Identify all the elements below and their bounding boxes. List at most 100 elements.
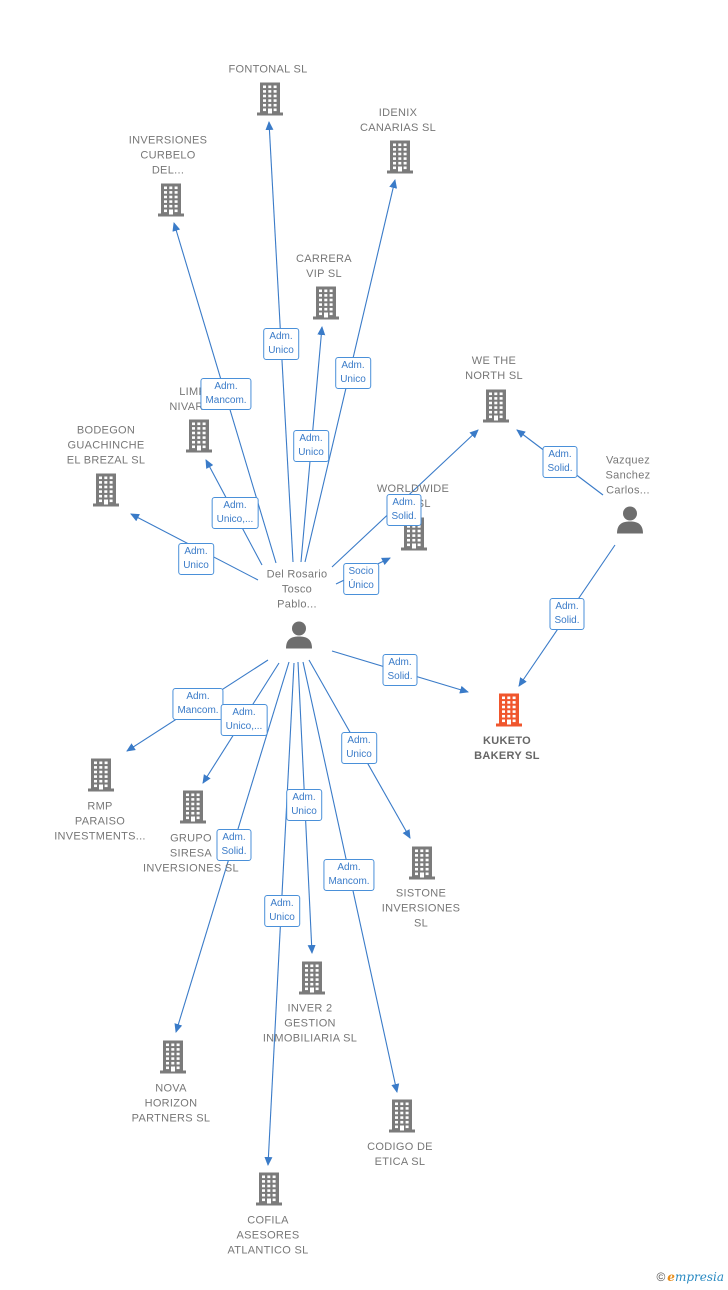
edge-label-line: Adm. bbox=[270, 898, 294, 909]
building-icon[interactable] bbox=[90, 473, 122, 512]
edges-layer bbox=[126, 121, 616, 1166]
building-icon[interactable] bbox=[254, 82, 286, 121]
edge-label-kuketo[interactable]: Adm. Solid. bbox=[549, 598, 585, 630]
edge-label-line: Adm. bbox=[555, 601, 579, 612]
edge-label-bodegon[interactable]: Adm.Unico bbox=[178, 543, 214, 575]
empresia-logo[interactable]: ©empresia bbox=[656, 1270, 724, 1284]
building-icon[interactable] bbox=[183, 419, 215, 458]
node-label-line: SISTONE bbox=[395, 887, 447, 900]
edge-label-line: Adm. bbox=[269, 331, 293, 342]
edge-label-line: Solid. bbox=[221, 846, 247, 857]
building-icon[interactable] bbox=[177, 790, 209, 829]
node-rmp[interactable]: RMP PARAISO INVESTMENTS... bbox=[54, 800, 146, 845]
node-label-line: ASESORES bbox=[236, 1229, 300, 1242]
building-icon[interactable] bbox=[296, 961, 328, 1000]
node-label-line: HORIZON bbox=[144, 1097, 198, 1110]
edge-label-wethenorth[interactable]: Adm.Solid. bbox=[542, 446, 578, 478]
edge-label-line: Unico bbox=[340, 374, 366, 385]
person-icon[interactable] bbox=[614, 504, 646, 543]
node-label-line: INVESTMENTS... bbox=[54, 830, 146, 843]
edge-label-line: Adm. bbox=[347, 735, 371, 746]
edge-label-line: Adm. bbox=[214, 381, 238, 392]
edge-label-line: Unico,... bbox=[216, 514, 254, 525]
building-icon[interactable] bbox=[384, 140, 416, 179]
node-label-line: RMP bbox=[87, 800, 113, 813]
node-label-line: EL BREZAL SL bbox=[66, 454, 146, 467]
building-icon[interactable] bbox=[493, 693, 525, 732]
brand-initial: e bbox=[667, 1270, 675, 1284]
edge-label-line: Unico bbox=[291, 806, 317, 817]
node-label-line: SL bbox=[413, 917, 429, 930]
edge-label-line: Adm. bbox=[388, 657, 412, 668]
node-grupo[interactable]: GRUPO SIRESA INVERSIONES SL bbox=[143, 832, 239, 877]
node-label-line: FONTONAL SL bbox=[228, 63, 308, 76]
node-label-line: PARAISO bbox=[74, 815, 126, 828]
edge-label-sistone[interactable]: Adm.Unico bbox=[341, 732, 377, 764]
node-label-line: SIRESA bbox=[169, 847, 213, 860]
node-label-line: Del Rosario bbox=[266, 568, 328, 581]
edge-label-idenix[interactable]: Adm. Unico bbox=[335, 357, 371, 389]
edge-label-grupo[interactable]: Adm.Unico,... bbox=[220, 704, 268, 736]
node-label-line: NOVA bbox=[155, 1082, 187, 1095]
edge-label-nova[interactable]: Adm.Solid. bbox=[216, 829, 252, 861]
edge-label-limp[interactable]: Adm.Unico,... bbox=[211, 497, 259, 529]
edge-label-line: Solid. bbox=[391, 511, 417, 522]
building-icon[interactable] bbox=[480, 389, 512, 428]
edge-label-rmp[interactable]: Adm.Mancom. bbox=[172, 688, 224, 720]
edge-label-curbelo[interactable]: Adm.Mancom. bbox=[200, 378, 252, 410]
edge-label-kuketo[interactable]: Adm.Solid. bbox=[382, 654, 418, 686]
edge-label-line: Solid. bbox=[554, 615, 580, 626]
building-icon[interactable] bbox=[85, 758, 117, 797]
building-icon[interactable] bbox=[253, 1172, 285, 1211]
edge-label-fontonal[interactable]: Adm. Unico bbox=[263, 328, 299, 360]
node-label-line: Sanchez bbox=[605, 469, 651, 482]
edge-label-line: Único bbox=[348, 580, 374, 591]
person-icon[interactable] bbox=[283, 619, 315, 658]
edge-label-line: Adm. bbox=[341, 360, 365, 371]
edge-label-cofila[interactable]: Adm.Unico bbox=[264, 895, 300, 927]
node-label-line: GESTION bbox=[284, 1017, 336, 1030]
building-icon[interactable] bbox=[155, 183, 187, 222]
building-icon[interactable] bbox=[310, 286, 342, 325]
node-label-line: CARRERA bbox=[296, 253, 352, 265]
building-icon[interactable] bbox=[157, 1040, 189, 1079]
edge-label-line: Unico bbox=[268, 345, 294, 356]
node-label: FONTONAL SL bbox=[228, 63, 307, 78]
edge-label-wethenorth[interactable]: Adm.Solid. bbox=[386, 494, 422, 526]
node-label-line: KUKETO bbox=[482, 735, 532, 747]
node-label-line: WORLDWIDE bbox=[376, 483, 450, 495]
edge-label-line: Adm. bbox=[186, 691, 210, 702]
edge-label-codigo[interactable]: Adm.Mancom. bbox=[323, 859, 375, 891]
node-label-line: Pablo... bbox=[277, 598, 317, 611]
node-label-line: Vazquez bbox=[605, 454, 651, 467]
node-label-line: GRUPO bbox=[170, 832, 212, 845]
building-icon[interactable] bbox=[406, 846, 438, 885]
node-label-line: WE THE bbox=[471, 355, 517, 367]
edge-label-inver2[interactable]: Adm.Unico bbox=[286, 789, 322, 821]
node-label-line: INVERSIONES SL bbox=[143, 862, 239, 875]
edge-label-carrera[interactable]: Adm.Unico bbox=[293, 430, 329, 462]
building-icon[interactable] bbox=[386, 1099, 418, 1138]
node-fontonal[interactable]: FONTONAL SL bbox=[228, 63, 307, 78]
